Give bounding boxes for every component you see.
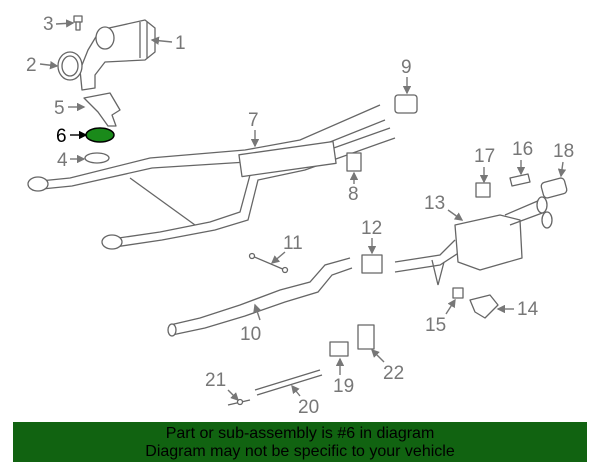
- svg-text:2: 2: [26, 55, 37, 76]
- callout-13[interactable]: 13: [424, 193, 464, 221]
- part-6-gasket[interactable]: [85, 127, 115, 143]
- callout-19[interactable]: 19: [333, 357, 354, 397]
- svg-text:3: 3: [43, 14, 54, 35]
- svg-text:4: 4: [57, 150, 68, 171]
- banner-line-2: Diagram may not be specific to your vehi…: [145, 443, 455, 460]
- part-8-hanger[interactable]: [346, 152, 362, 172]
- callout-8[interactable]: 8: [348, 171, 359, 205]
- svg-text:5: 5: [54, 98, 65, 119]
- part-11-bracket[interactable]: [248, 252, 289, 274]
- part-20-rod[interactable]: [254, 369, 323, 396]
- part-18-tail-tip[interactable]: [540, 177, 568, 199]
- part-10-intermediate-pipe[interactable]: [167, 257, 353, 337]
- svg-text:20: 20: [298, 397, 319, 418]
- callout-21[interactable]: 21: [205, 370, 239, 401]
- part-14-bracket[interactable]: [469, 294, 499, 319]
- part-22-valve[interactable]: [357, 324, 375, 350]
- svg-text:6: 6: [56, 126, 67, 147]
- svg-text:1: 1: [175, 33, 186, 54]
- part-9-muffler-tip[interactable]: [394, 94, 418, 114]
- svg-text:16: 16: [512, 139, 533, 160]
- part-3-bolt[interactable]: [73, 15, 83, 31]
- callout-15[interactable]: 15: [425, 298, 456, 336]
- part-1-catalytic-converter[interactable]: [79, 19, 156, 91]
- svg-text:11: 11: [283, 233, 303, 254]
- callout-4[interactable]: 4: [57, 150, 86, 171]
- callout-11[interactable]: 11: [270, 233, 303, 264]
- svg-text:15: 15: [425, 315, 446, 336]
- svg-text:19: 19: [333, 376, 354, 397]
- callout-14[interactable]: 14: [496, 299, 539, 320]
- callout-20[interactable]: 20: [291, 384, 319, 418]
- callout-12[interactable]: 12: [361, 218, 382, 255]
- part-13-rear-muffler[interactable]: [394, 196, 553, 286]
- callout-9[interactable]: 9: [401, 57, 412, 95]
- svg-text:10: 10: [240, 324, 261, 345]
- part-16-bracket[interactable]: [509, 173, 531, 187]
- svg-text:18: 18: [553, 141, 574, 162]
- callout-1[interactable]: 1: [150, 33, 186, 54]
- svg-text:22: 22: [383, 363, 404, 384]
- callout-2[interactable]: 2: [26, 55, 59, 76]
- part-15-clip[interactable]: [452, 287, 464, 299]
- svg-text:21: 21: [205, 370, 226, 391]
- svg-text:13: 13: [424, 193, 445, 214]
- callout-22[interactable]: 22: [371, 349, 404, 384]
- callout-10[interactable]: 10: [240, 303, 262, 345]
- svg-text:9: 9: [401, 57, 412, 78]
- part-4-seal-ring[interactable]: [84, 152, 110, 164]
- callout-5[interactable]: 5: [54, 98, 86, 119]
- svg-text:8: 8: [348, 184, 359, 205]
- part-5-heat-shield[interactable]: [83, 92, 121, 127]
- callout-7[interactable]: 7: [248, 110, 260, 148]
- svg-text:17: 17: [474, 146, 495, 167]
- part-17-rubber-mount[interactable]: [475, 182, 491, 198]
- callout-17[interactable]: 17: [474, 146, 495, 184]
- callout-3[interactable]: 3: [43, 14, 75, 35]
- svg-text:12: 12: [361, 218, 382, 239]
- callout-6[interactable]: 6: [56, 126, 88, 147]
- callout-16[interactable]: 16: [512, 139, 533, 176]
- part-2-clamp[interactable]: [57, 51, 83, 81]
- banner-line-1: Part or sub-assembly is #6 in diagram: [165, 425, 435, 442]
- part-7-front-pipe[interactable]: [27, 104, 396, 250]
- part-12-damper[interactable]: [361, 254, 383, 274]
- svg-text:7: 7: [248, 110, 259, 131]
- part-21-clip[interactable]: [227, 398, 251, 406]
- part-19-actuator[interactable]: [329, 341, 349, 357]
- fitment-notice-banner: Part or sub-assembly is #6 in diagram Di…: [13, 422, 587, 462]
- callout-18[interactable]: 18: [553, 141, 574, 178]
- svg-text:14: 14: [517, 299, 539, 320]
